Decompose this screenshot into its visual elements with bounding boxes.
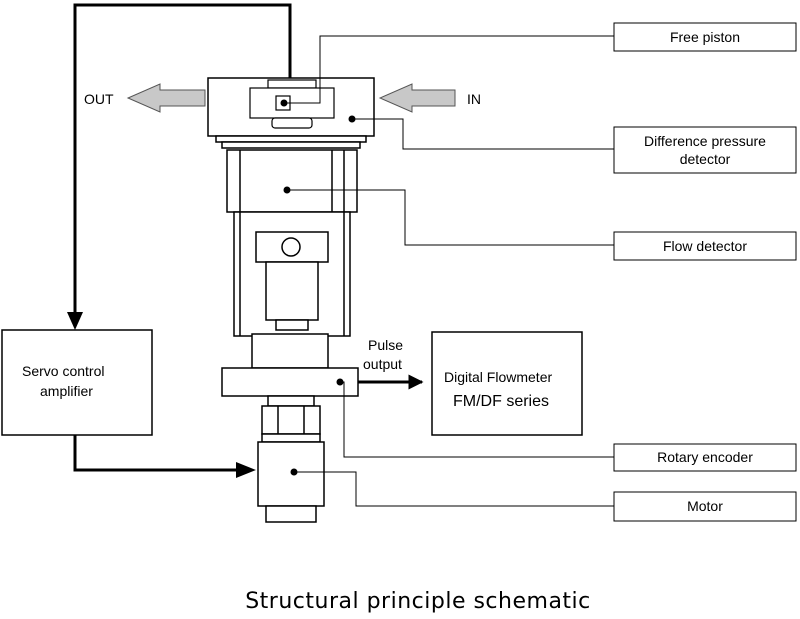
servo-label-line1: Servo control [22,363,104,379]
servo-label-line2: amplifier [40,383,93,399]
pulse-label-line2: output [363,356,402,372]
flowmeter-label-line1: Digital Flowmeter [444,369,552,385]
motor-leader [294,471,614,507]
flowmeter-box [431,331,583,436]
amplifier-to-motor-line [73,435,240,472]
flow-detector-leader [287,189,614,246]
diff-pressure-callout-line1: Difference pressure [644,133,766,149]
motor-body [257,433,325,523]
motor-callout-text: Motor [687,498,723,514]
in-flow-arrow [378,83,456,113]
rotary-encoder-callout-text: Rotary encoder [657,449,753,465]
rotary-encoder-body [221,333,359,435]
diff-pressure-callout-box [613,126,797,174]
feedback-line-to-amplifier [73,3,292,318]
diff-pressure-callout-line2: detector [680,151,731,167]
free-piston-callout-text: Free piston [670,29,740,45]
coupling-pin [281,237,301,257]
diff-pressure-leader [352,118,614,150]
in-label: IN [467,91,481,107]
free-piston-callout-box [613,22,797,52]
out-label: OUT [84,91,114,107]
feedback-arrowhead [67,312,83,330]
callout-leaders [284,35,614,507]
flow-detector-callout-box [613,231,797,261]
flow-detector-body [226,149,358,213]
diagram-caption: Structural principle schematic [245,589,591,614]
out-flow-arrow [126,83,206,113]
motor-callout-box [613,491,797,522]
free-piston-leader [284,35,614,104]
rotary-encoder-callout-box [613,443,797,472]
servo-amplifier-box [1,329,153,436]
rotary-encoder-leader [340,381,614,458]
flow-detector-callout-text: Flow detector [663,238,747,254]
coupling-frame [233,211,351,337]
pulse-label-line1: Pulse [368,337,403,353]
flowmeter-label-line2: FM/DF series [453,393,549,410]
motor-arrowhead [236,462,256,478]
